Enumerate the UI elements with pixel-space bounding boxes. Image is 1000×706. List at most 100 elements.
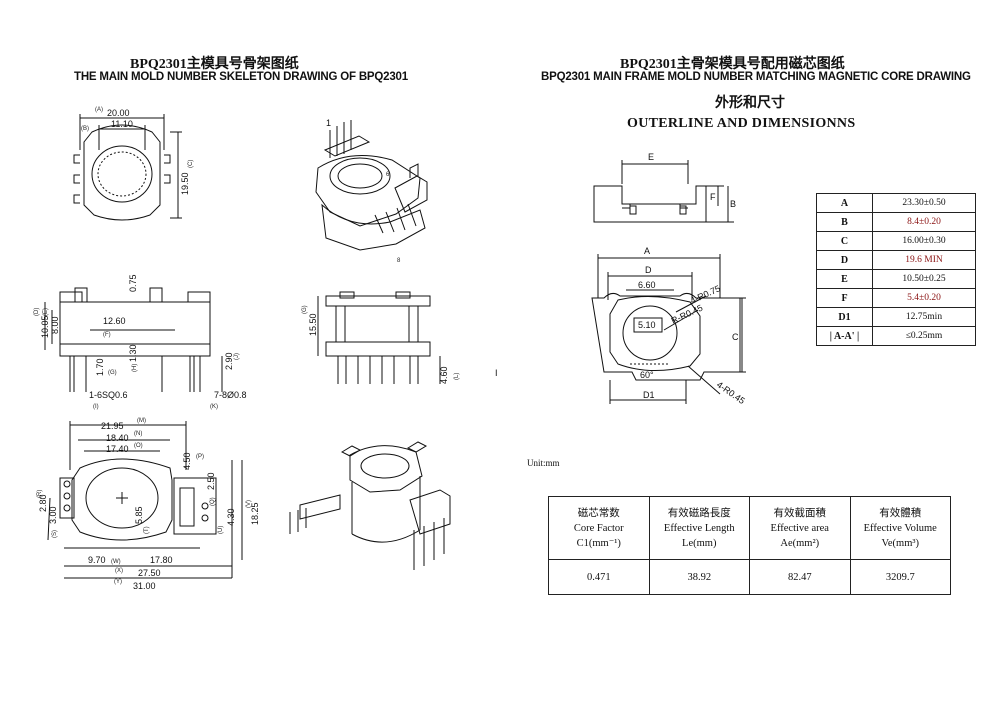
dimension-value: ≤0.25mm	[872, 326, 976, 346]
dim-value-9-70: 9.70	[88, 555, 106, 565]
dim-label-c: (C)	[188, 160, 194, 168]
right-title-en: BPQ2301 MAIN FRAME MOLD NUMBER MATCHING …	[541, 71, 971, 83]
dim-value-31-00: 31.00	[133, 581, 156, 591]
dimension-value: 23.30±0.50	[872, 193, 976, 213]
dim-value-4-30: 4.30	[226, 508, 236, 526]
dim-label-i: (I)	[93, 404, 99, 410]
dimension-value: 19.6 MIN	[872, 250, 976, 270]
dim-label-u: (U)	[218, 526, 224, 534]
dim-label-m: (M)	[137, 418, 146, 424]
dim-label-d: (D)	[34, 308, 40, 316]
core-label-b: B	[730, 199, 736, 209]
dim-value-18-40: 18.40	[106, 433, 129, 443]
dim-value-1-30: 1.30	[128, 344, 138, 362]
bobbin-iso-view-bottom	[289, 441, 451, 570]
core-top-view	[591, 254, 746, 404]
stray-mark: I	[495, 368, 498, 378]
dim-label-q: (Q)	[210, 497, 216, 506]
value-core-factor: 0.471	[548, 559, 650, 595]
dim-label-v: (V)	[246, 500, 252, 508]
bobbin-front-view	[317, 291, 441, 384]
right-title-cn: BPQ2301主骨架模具号配用磁芯图纸	[620, 57, 845, 72]
dimension-value: 12.75min	[872, 307, 976, 327]
outline-title-cn: 外形和尺寸	[715, 96, 785, 111]
dim-value-5-85: 5.85	[134, 506, 144, 524]
core-label-d1: D1	[643, 390, 655, 400]
core-radius-3: 4-R0.45	[715, 379, 747, 406]
dim-value-3-00: 3.00	[48, 506, 58, 524]
bobbin-top-view	[73, 114, 182, 221]
dimension-value: 16.00±0.30	[872, 231, 976, 251]
dim-value-21-95: 21.95	[101, 421, 124, 431]
dim-label-b: (B)	[81, 126, 89, 132]
unit-label: Unit:mm	[527, 458, 560, 468]
dim-label-w: (W)	[111, 559, 121, 565]
core-value-6-60: 6.60	[638, 280, 656, 290]
core-label-e: E	[648, 152, 654, 162]
dim-label-t: (T)	[144, 526, 150, 534]
dim-label-y: (Y)	[114, 579, 122, 585]
dim-value-2-80: 2.80	[38, 494, 48, 512]
dim-label-n: (N)	[134, 431, 142, 437]
dim-value-2-90: 2.90	[224, 352, 234, 370]
dim-label-r: (R)	[37, 490, 43, 498]
dimension-key: E	[816, 269, 873, 289]
dim-value-11-10: 11.10	[111, 119, 133, 129]
dim-label-p: (P)	[196, 454, 204, 460]
dimension-key: F	[816, 288, 873, 308]
dimension-key: D	[816, 250, 873, 270]
dimension-key: B	[816, 212, 873, 232]
dim-label-k: (K)	[210, 404, 218, 410]
dimension-value: 10.50±0.25	[872, 269, 976, 289]
value-effective-area: 82.47	[749, 559, 851, 595]
dim-label-x: (X)	[115, 568, 123, 574]
dim-value-2-50: 2.50	[206, 472, 216, 490]
pin-number-6: 6	[386, 172, 390, 178]
left-title-en: THE MAIN MOLD NUMBER SKELETON DRAWING OF…	[74, 71, 408, 83]
value-effective-volume: 3209.7	[849, 559, 951, 595]
dim-label-j: (J)	[234, 353, 240, 360]
dimension-key: | A-A' |	[816, 326, 873, 346]
core-radius-1: 4-R0.75	[689, 283, 722, 306]
dim-value-1-70: 1.70	[95, 358, 105, 376]
dim-value-15-50: 15.50	[308, 313, 318, 336]
left-title-cn: BPQ2301主模具号骨架图纸	[130, 57, 299, 72]
core-label-a: A	[644, 246, 650, 256]
core-label-c: C	[732, 332, 739, 342]
dim-label-s: (S)	[52, 530, 58, 538]
bobbin-bottom-view	[47, 421, 243, 579]
dim-value-0-75: 0.75	[128, 274, 138, 292]
dimension-value: 8.4±0.20	[872, 212, 976, 232]
dimension-key: C	[816, 231, 873, 251]
dim-label-o: (O)	[134, 443, 143, 449]
dim-value-8-00: 8.00	[50, 316, 60, 334]
pin-number-1: 1	[326, 118, 331, 128]
dimension-key: D1	[816, 307, 873, 327]
dim-label-h: (H)	[132, 364, 138, 372]
pin-note-1-6: 1-6SQ0.6	[89, 390, 128, 400]
dim-label-g-front: (G)	[302, 305, 308, 314]
dim-value-20-00: 20.00	[107, 108, 130, 118]
core-angle: 60°	[640, 370, 654, 380]
dim-label-a: (A)	[95, 107, 103, 113]
dimension-key: A	[816, 193, 873, 213]
dim-label-g: (G)	[108, 370, 117, 376]
bobbin-side-view	[44, 287, 223, 392]
dim-value-27-50: 27.50	[138, 568, 161, 578]
bobbin-iso-view-top	[315, 120, 428, 251]
dim-value-18-25: 18.25	[250, 502, 260, 525]
